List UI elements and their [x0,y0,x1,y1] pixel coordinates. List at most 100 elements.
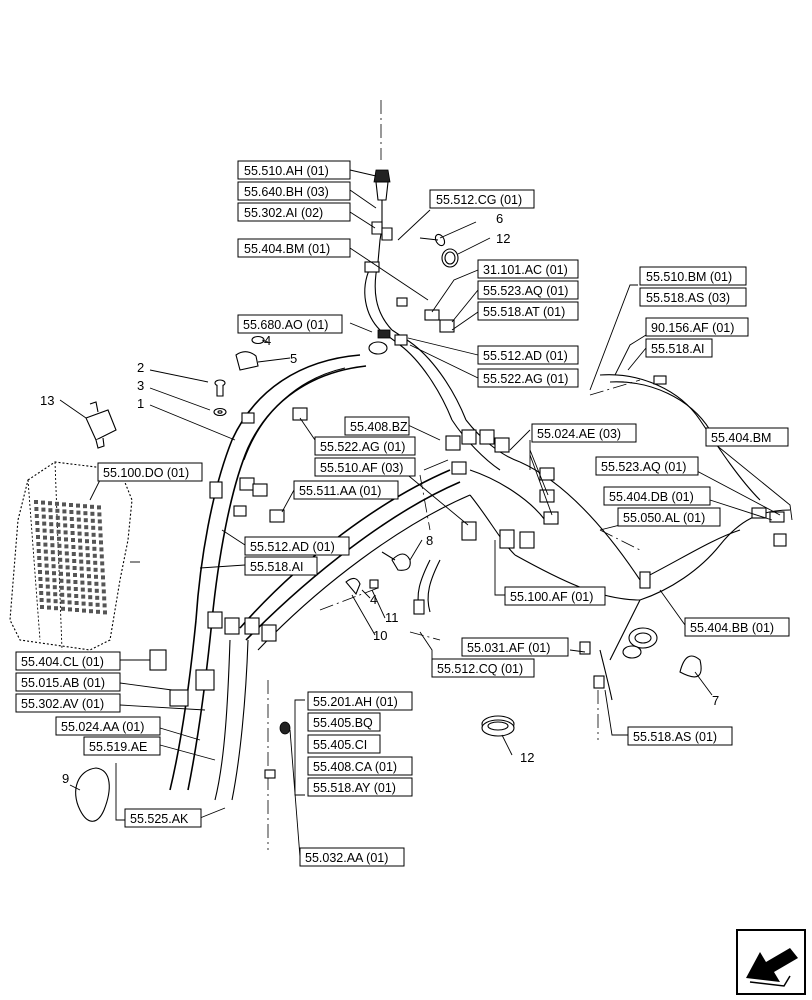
pin-cell [71,552,76,556]
pin-cell [67,600,72,605]
label-55-408-bz: 55.408.BZ [344,416,410,436]
svg-text:55.024.AE (03): 55.024.AE (03) [537,427,621,441]
pin-cell [41,514,46,519]
svg-text:55.408.CA (01): 55.408.CA (01) [313,760,397,774]
pin-cell [44,563,49,568]
washer-3 [213,407,227,417]
pin-cell [72,566,77,570]
pin-cell [79,559,84,564]
pin-cell [87,574,91,579]
pin-cell [93,560,98,565]
pin-cell [86,560,91,565]
pin-cell [99,554,104,559]
pin-cell [100,561,105,566]
svg-text:55.015.AB (01): 55.015.AB (01) [21,676,105,690]
cable-tie-6 [419,233,446,247]
pin-cell [81,594,86,599]
pin-cell [101,582,106,587]
label-55-519-ae: 55.519.AE [83,736,161,756]
pin-cell [34,507,39,511]
label-55-512-cg: 55.512.CG (01) [429,189,535,209]
svg-text:55.640.BH (03): 55.640.BH (03) [244,185,329,199]
pin-cell [79,566,84,571]
pin-cell [91,532,96,537]
pin-cell [53,592,58,597]
pin-cell [46,591,51,596]
pin-cell [90,518,95,523]
center-lines [267,100,641,850]
label-55-404-cl: 55.404.CL (01) [15,651,121,671]
svg-text:55.404.CL (01): 55.404.CL (01) [21,655,104,669]
pin-cell [70,524,75,528]
svg-text:55.032.AA (01): 55.032.AA (01) [305,851,388,865]
item-number-4-bottom: 4 [370,592,377,607]
pin-cell [84,525,89,530]
grommet-12 [481,715,515,737]
pin-cell [59,571,63,576]
pin-cell [78,538,82,543]
pin-cell [42,528,47,533]
pin-cell [76,503,80,508]
pin-cell [48,508,53,513]
control-unit-55-100-do [9,461,133,651]
label-90-156-af: 90.156.AF (01) [645,317,749,337]
next-page-arrow-icon[interactable] [736,929,806,995]
cable-tie-8 [381,551,411,571]
pin-cell [43,549,48,554]
svg-text:55.031.AF (01): 55.031.AF (01) [467,641,550,655]
bolt-2 [214,379,226,397]
svg-text:55.525.AK: 55.525.AK [130,812,189,826]
clip-10-11 [345,577,379,596]
connectors [149,261,787,779]
svg-text:55.201.AH (01): 55.201.AH (01) [313,695,398,709]
pin-cell [83,518,88,523]
label-55-100-af: 55.100.AF (01) [504,586,606,606]
pin-cell [80,580,85,585]
pin-cell [85,546,90,551]
pin-cell [36,549,41,553]
pin-cell [35,521,40,525]
item-number-10: 10 [373,628,387,643]
label-55-510-af: 55.510.AF (03) [314,457,416,477]
grommet-right [622,627,658,659]
label-55-404-db: 55.404.DB (01) [603,486,711,506]
pin-cell [74,601,79,605]
item-number-12-bottom: 12 [520,750,534,765]
pin-cell [99,547,104,552]
pin-cell [97,505,101,510]
svg-text:55.518.AY (01): 55.518.AY (01) [313,781,396,795]
pin-cell [90,504,94,509]
pin-cell [44,556,49,561]
pin-cell [102,603,107,608]
pin-cell [77,531,82,536]
clamp-5 [235,351,259,371]
label-55-050-al: 55.050.AL (01) [617,507,721,527]
item-number-11: 11 [385,610,399,625]
pin-cell [57,550,62,555]
pin-cell [85,553,90,558]
pin-cell [96,609,100,614]
pin-cell [81,601,86,606]
pin-cell [100,568,105,573]
cable-tie-12 [441,248,459,268]
svg-text:55.512.CQ (01): 55.512.CQ (01) [437,662,523,676]
nut-4 [251,335,265,345]
pin-cell [55,501,59,506]
item-number-6: 6 [496,211,503,226]
pin-cell [103,610,107,615]
pin-cell [84,532,89,537]
pin-cell [65,565,70,570]
pin-cell [99,540,103,545]
item-number-5: 5 [290,351,297,366]
pin-cell [86,567,91,572]
label-55-032-aa: 55.032.AA (01) [299,847,405,867]
pin-cell [92,539,96,544]
pin-cell [91,525,96,530]
pin-cell [45,577,50,582]
pin-cell [68,607,72,612]
svg-text:55.511.AA (01): 55.511.AA (01) [299,484,381,498]
pin-cell [101,575,105,580]
pin-cell [56,522,61,527]
pin-cell [63,523,68,528]
